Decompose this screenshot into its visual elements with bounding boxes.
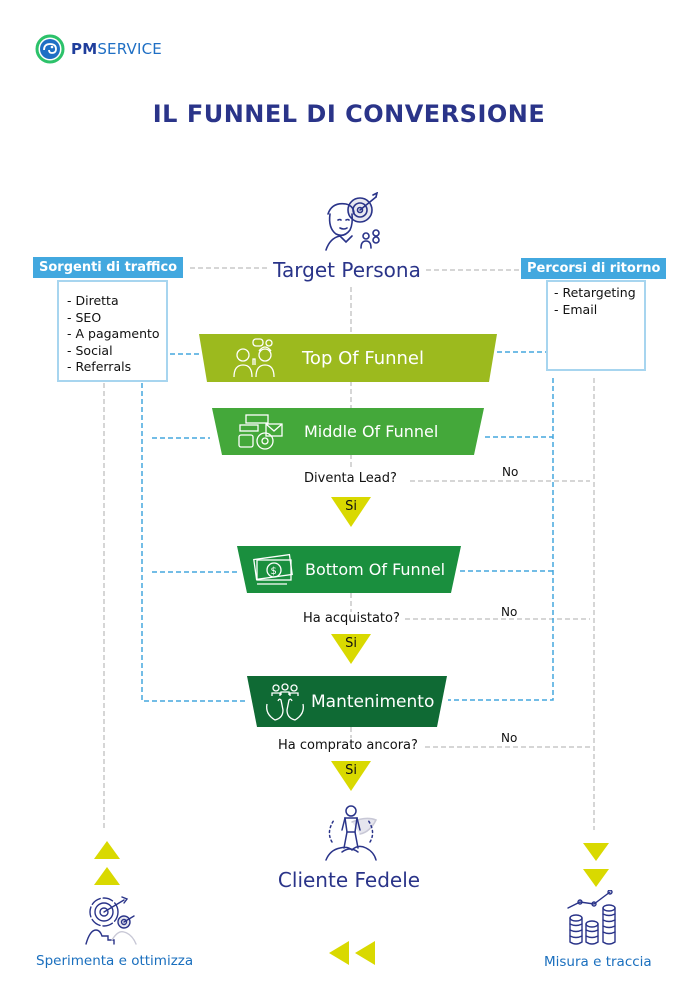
right-blue-loop-line bbox=[448, 378, 554, 701]
down-arrows bbox=[583, 843, 609, 893]
traffic-source-item: - Referrals bbox=[67, 359, 132, 374]
decision-question-purchase: Ha acquistato? bbox=[303, 611, 400, 626]
yes-arrow: Si bbox=[331, 634, 371, 664]
back-arrows bbox=[329, 941, 375, 969]
return-path-item: - Email bbox=[554, 301, 598, 317]
money-bills-icon: $ bbox=[253, 553, 293, 585]
return-path-item: - Retargeting bbox=[554, 285, 636, 300]
yes-label: Si bbox=[345, 763, 357, 778]
stage-top-of-funnel[interactable]: Top Of Funnel bbox=[199, 334, 497, 382]
hands-care-icon bbox=[266, 682, 304, 721]
brand-logo[interactable]: PMSERVICE bbox=[34, 34, 162, 64]
return-paths-title: Percorsi di ritorno bbox=[521, 258, 667, 279]
people-chat-icon bbox=[233, 338, 275, 378]
decision-no-label: No bbox=[502, 465, 519, 479]
traffic-source-item: - Social bbox=[67, 342, 113, 358]
loyal-customer-label: Cliente Fedele bbox=[277, 868, 421, 892]
up-arrows bbox=[94, 841, 120, 891]
page-title: IL FUNNEL DI CONVERSIONE bbox=[152, 100, 546, 128]
coins-chart-icon bbox=[564, 889, 626, 946]
stage-label: Mantenimento bbox=[311, 691, 435, 712]
marketing-tools-icon bbox=[238, 413, 283, 450]
chameleon-logo-icon bbox=[35, 34, 65, 64]
stage-label: Bottom Of Funnel bbox=[305, 560, 446, 579]
stage-retention[interactable]: Mantenimento bbox=[247, 676, 447, 727]
experiment-label: Sperimenta e ottimizza bbox=[36, 953, 194, 969]
yes-label: Si bbox=[345, 636, 357, 651]
traffic-source-item: - Diretta bbox=[67, 293, 119, 308]
return-paths-list: - Retargeting - Email bbox=[546, 280, 646, 371]
persona-target-icon bbox=[318, 191, 384, 256]
traffic-sources-title: Sorgenti di traffico bbox=[33, 257, 184, 278]
traffic-sources-list: - Diretta - SEO - A pagamento - Social -… bbox=[57, 280, 168, 382]
traffic-source-item: - SEO bbox=[67, 309, 102, 325]
yes-label: Si bbox=[345, 499, 357, 514]
stage-label: Middle Of Funnel bbox=[304, 422, 439, 441]
target-persona-label: Target Persona bbox=[273, 258, 421, 282]
stage-label: Top Of Funnel bbox=[302, 347, 424, 369]
svg-text:$: $ bbox=[271, 566, 277, 577]
yes-arrow: Si bbox=[331, 761, 371, 791]
traffic-source-item: - A pagamento bbox=[67, 326, 160, 341]
superhero-icon bbox=[322, 802, 380, 862]
left-blue-loop-line bbox=[141, 383, 248, 702]
brand-name: PMSERVICE bbox=[71, 40, 162, 58]
measure-label: Misura e traccia bbox=[544, 954, 652, 970]
decision-question-repurchase: Ha comprato ancora? bbox=[278, 738, 418, 753]
decision-no-label: No bbox=[501, 731, 518, 745]
stage-bottom-of-funnel[interactable]: $ Bottom Of Funnel bbox=[237, 546, 461, 593]
targets-icon bbox=[82, 894, 144, 946]
decision-question-lead: Diventa Lead? bbox=[304, 471, 397, 486]
decision-no-label: No bbox=[501, 605, 518, 619]
stage-middle-of-funnel[interactable]: Middle Of Funnel bbox=[212, 408, 484, 455]
yes-arrow: Si bbox=[331, 497, 371, 527]
